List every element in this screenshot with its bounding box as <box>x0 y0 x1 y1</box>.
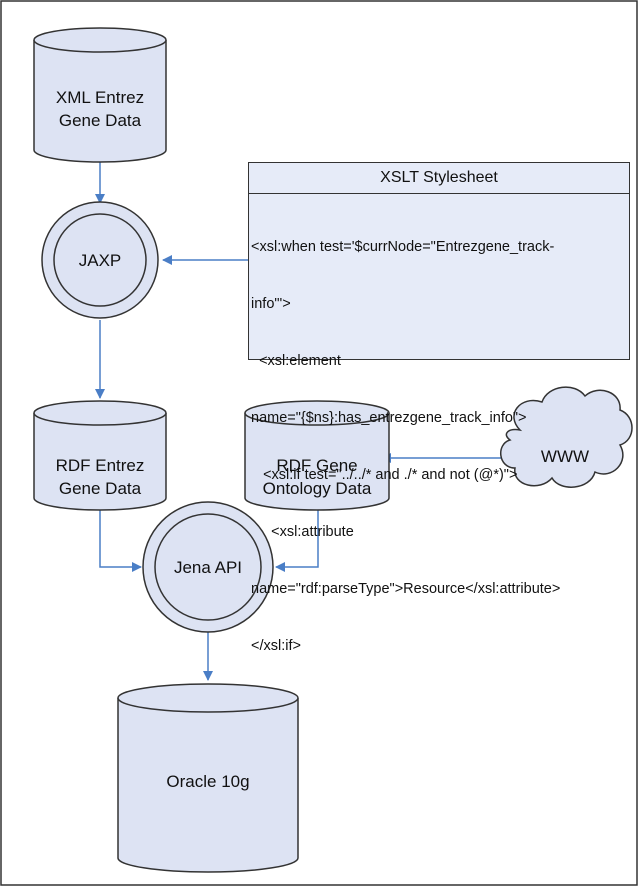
xml-entrez-database: XML Entrez Gene Data <box>33 27 167 163</box>
connectors <box>95 162 503 681</box>
rdf-entrez-label-line1: RDF Entrez <box>56 456 145 475</box>
xslt-code-line: info"'> <box>251 296 291 312</box>
xslt-code-line: <xsl:when test='$currNode="Entrezgene_tr… <box>251 239 555 255</box>
rdf-entrez-label-line2: Gene Data <box>59 479 142 498</box>
jena-label: Jena API <box>174 558 242 577</box>
jaxp-label: JAXP <box>79 251 122 270</box>
oracle-database: Oracle 10g <box>117 683 299 873</box>
xslt-title: XSLT Stylesheet <box>249 163 629 194</box>
jena-api-process: Jena API <box>142 501 274 633</box>
xslt-stylesheet-box: XSLT Stylesheet <xsl:when test='$currNod… <box>248 162 630 654</box>
www-cloud: WWW <box>500 386 633 488</box>
xslt-code-line: name="{$ns}:has_entrezgene_track_info"> <box>251 410 527 426</box>
xslt-code: <xsl:when test='$currNode="Entrezgene_tr… <box>249 194 629 694</box>
jaxp-process: JAXP <box>41 201 159 319</box>
xslt-code-line: <xsl:element <box>251 353 341 369</box>
xml-entrez-label-line2: Gene Data <box>59 111 142 130</box>
xslt-code-line: </xsl:if> <box>251 638 301 654</box>
arrow-rdf-gene-to-jena <box>275 510 319 572</box>
oracle-label: Oracle 10g <box>166 772 249 791</box>
xml-entrez-label-line1: XML Entrez <box>56 88 144 107</box>
rdf-gene-label-line2: Ontology Data <box>263 479 372 498</box>
xslt-code-line: name="rdf:parseType">Resource</xsl:attri… <box>251 581 561 597</box>
xslt-code-line: <xsl:if test="../../* and ./* and not (@… <box>251 467 518 483</box>
arrow-rdf-entrez-to-jena <box>99 510 142 572</box>
rdf-gene-ontology-database: RDF Gene Ontology Data <box>244 400 390 511</box>
xslt-code-line: <xsl:attribute <box>251 524 354 540</box>
rdf-gene-label-line1: RDF Gene <box>276 456 357 475</box>
rdf-entrez-database: RDF Entrez Gene Data <box>33 400 167 511</box>
www-label: WWW <box>541 447 589 466</box>
